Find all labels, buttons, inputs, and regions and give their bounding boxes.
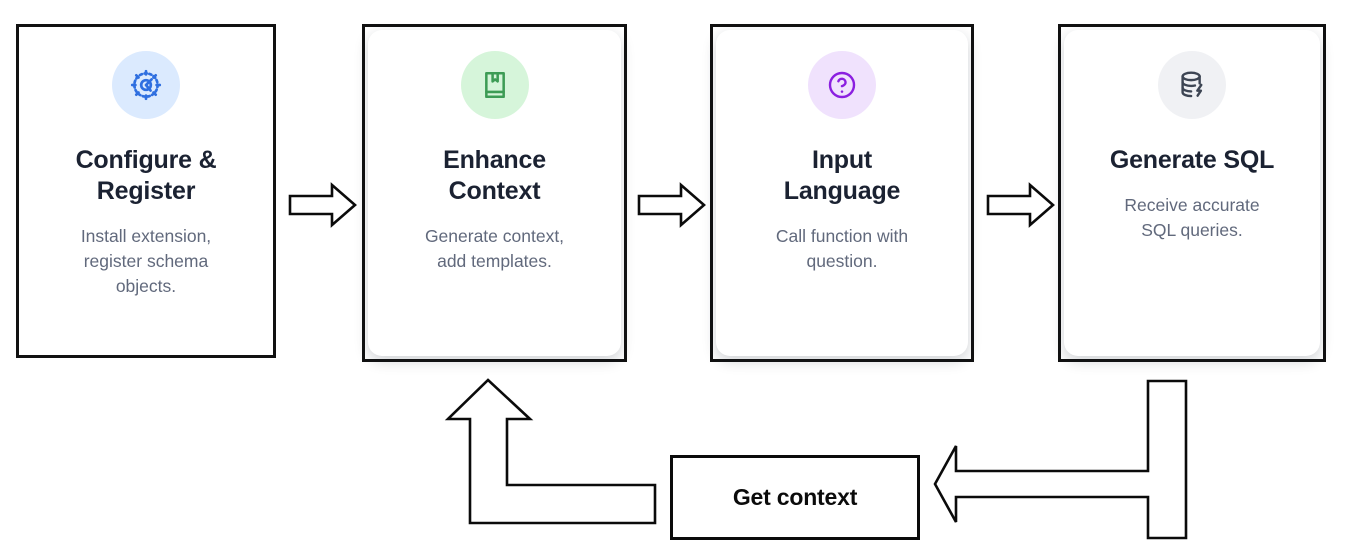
step-card-description: Call function with question. <box>775 226 909 271</box>
step-card-title: Input Language <box>783 146 901 205</box>
arrow-step4-to-get-context <box>930 372 1200 542</box>
book-bookmark-icon <box>460 51 529 119</box>
step-card-body: Configure & Register Install extension, … <box>22 30 270 352</box>
step-card-enhance-context[interactable]: Enhance Context Generate context, add te… <box>362 24 627 362</box>
question-circle-icon <box>808 51 876 119</box>
step-card-title: Enhance Context <box>443 146 546 205</box>
step-card-description: Receive accurate SQL queries. <box>1124 195 1260 240</box>
step-card-input-language[interactable]: Input Language Call function with questi… <box>710 24 974 362</box>
step-card-title: Generate SQL <box>1109 146 1275 174</box>
arrow-get-context-to-step2 <box>444 374 668 534</box>
arrow-step3-to-step4 <box>986 182 1056 228</box>
step-card-description: Install extension, register schema objec… <box>80 226 212 296</box>
step-card-body: Enhance Context Generate context, add te… <box>368 30 621 356</box>
arrow-step1-to-step2 <box>288 182 358 228</box>
step-card-title: Configure & Register <box>75 146 217 205</box>
step-card-body: Input Language Call function with questi… <box>716 30 968 356</box>
get-context-box[interactable]: Get context <box>670 455 920 540</box>
step-card-generate-sql[interactable]: Generate SQL Receive accurate SQL querie… <box>1058 24 1326 362</box>
step-card-description: Generate context, add templates. <box>424 226 565 271</box>
gear-icon <box>112 51 180 119</box>
get-context-label: Get context <box>732 484 858 510</box>
arrow-step2-to-step3 <box>637 182 707 228</box>
step-card-configure-register[interactable]: Configure & Register Install extension, … <box>16 24 276 358</box>
step-card-body: Generate SQL Receive accurate SQL querie… <box>1064 30 1320 356</box>
database-bolt-icon <box>1158 51 1226 119</box>
